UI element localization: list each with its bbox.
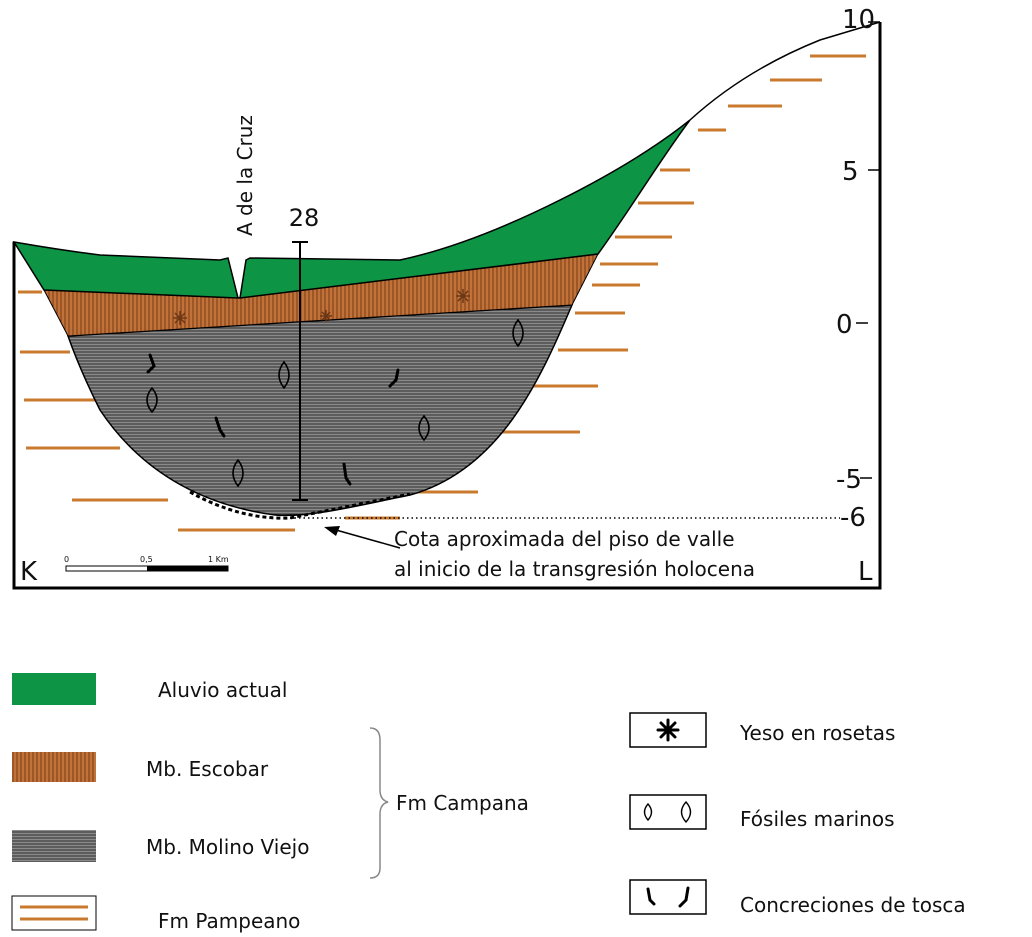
- valley-floor-arrowhead: [324, 526, 340, 536]
- legend-swatch-fosiles: [629, 794, 707, 830]
- valley-base-dashed: [189, 490, 411, 520]
- legend-swatch-aluvio: [12, 673, 96, 705]
- borehole-28: [292, 241, 308, 501]
- legend-label-fosiles: Fósiles marinos: [740, 807, 895, 831]
- legend-swatch-molino: [12, 830, 96, 862]
- section-end-letter: L: [858, 557, 873, 587]
- elev-minus6: -6: [840, 503, 866, 533]
- legend-label-molino: Mb. Molino Viejo: [146, 835, 309, 859]
- legend-label-pampeano: Fm Pampeano: [158, 909, 300, 933]
- section-start-letter: K: [20, 557, 38, 587]
- legend-label-aluvio: Aluvio actual: [158, 678, 287, 702]
- marine-fossils: [146, 318, 524, 488]
- scale-label-0: 0: [64, 555, 69, 564]
- elev-minus5: -5: [836, 465, 862, 495]
- elev-5: 5: [842, 157, 859, 187]
- elev-10: 10: [842, 5, 875, 35]
- aluvio-right: [239, 119, 691, 299]
- section-frame: [12, 22, 882, 590]
- legend-swatch-concreciones: [629, 879, 707, 915]
- legend-label-concreciones: Concreciones de tosca: [740, 893, 966, 917]
- campana-brace: [369, 727, 389, 879]
- legend-label-campana: Fm Campana: [396, 791, 529, 815]
- tosca-concretions: [146, 353, 400, 486]
- legend-label-yeso: Yeso en rosetas: [739, 721, 895, 745]
- ground-surface-right: [689, 21, 881, 121]
- legend-swatch-yeso: [629, 712, 707, 748]
- borehole-label: 28: [289, 204, 320, 232]
- legend-swatch-pampeano: [11, 895, 97, 931]
- legend-label-escobar: Mb. Escobar: [146, 757, 269, 781]
- pampeano-lines-right: [345, 54, 866, 520]
- valley-floor-note-1: Cota aproximada del piso de valle: [394, 527, 735, 551]
- elevation-ticks: [856, 21, 880, 479]
- pampeano-lines-left: [18, 290, 295, 532]
- scale-bar: [65, 565, 229, 572]
- molino-viejo-layer: [66, 304, 574, 517]
- scale-label-1km: 1 Km: [208, 555, 229, 564]
- well-name-label: A de la Cruz: [233, 115, 257, 236]
- aluvio-left: [12, 240, 239, 299]
- elev-0: 0: [836, 310, 853, 340]
- valley-floor-note-2: al inicio de la transgresión holocena: [394, 557, 755, 581]
- scale-label-half: 0,5: [140, 555, 153, 564]
- gypsum-rosettes: [173, 289, 470, 325]
- legend-swatch-escobar: [12, 752, 96, 782]
- valley-floor-arrow: [335, 529, 401, 549]
